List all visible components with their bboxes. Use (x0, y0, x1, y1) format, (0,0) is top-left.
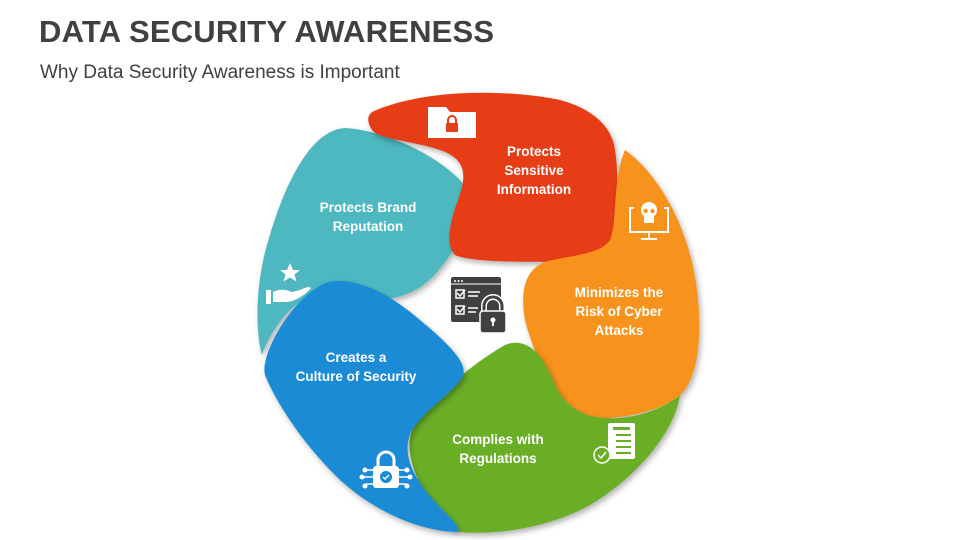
skull-monitor-icon (629, 202, 669, 240)
page-subtitle: Why Data Security Awareness is Important (40, 62, 400, 83)
segment-label-culture: Creates a Culture of Security (295, 350, 417, 384)
segment-regulations (409, 342, 680, 533)
segment-label-cyber-attacks: Minimizes the Risk of Cyber Attacks (574, 285, 664, 338)
segment-cyber-attacks (523, 150, 700, 419)
segment-label-brand-reputation: Protects Brand Reputation (319, 200, 417, 234)
page-title: DATA SECURITY AWARENESS (39, 14, 495, 49)
document-check-icon (593, 423, 635, 464)
hand-star-icon (266, 263, 311, 304)
segment-culture (264, 280, 464, 532)
circuit-lock-icon (359, 450, 413, 489)
segment-label-regulations: Complies with Regulations (452, 432, 544, 466)
segment-label-sensitive-info: Protects Sensitive Information (496, 144, 572, 197)
folder-lock-icon (428, 107, 476, 138)
checklist-lock-icon (451, 277, 507, 334)
